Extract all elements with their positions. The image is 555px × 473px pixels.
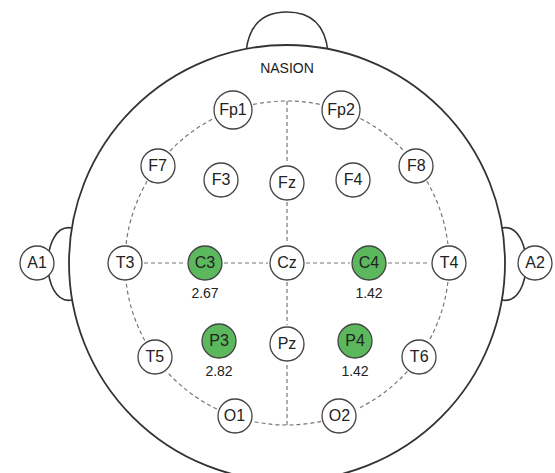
electrode-label: P3 [201, 333, 237, 349]
electrode-ring [20, 246, 54, 280]
head-circle [69, 45, 505, 473]
electrode-node: P32.82 [201, 323, 237, 359]
electrode-label: C3 [187, 255, 223, 271]
electrode-ring [322, 91, 360, 129]
electrode-node: P41.42 [337, 323, 373, 359]
electrode-node: Fz [269, 165, 305, 201]
electrode-label: F3 [203, 172, 239, 188]
electrode-ring [214, 91, 252, 129]
dashed-connector [126, 181, 147, 244]
electrode-ring [218, 399, 252, 433]
electrode-ring [336, 163, 370, 197]
electrode-ring [108, 246, 142, 280]
dashed-connector [224, 262, 268, 263]
electrode-node: A2 [517, 245, 553, 281]
dashed-connector [286, 202, 287, 244]
electrode-ring [270, 327, 304, 361]
electrode-node: F3 [203, 162, 239, 198]
value-label: 1.42 [341, 364, 368, 378]
electrode-label: P4 [337, 333, 373, 349]
electrode-ring [402, 340, 436, 374]
electrode-label: T6 [401, 349, 437, 365]
electrode-ring [352, 246, 386, 280]
electrode-ring [202, 324, 236, 358]
electrode-ring [432, 246, 466, 280]
electrode-label: Pz [269, 336, 305, 352]
electrode-label: A1 [19, 255, 55, 271]
electrode-node: T4 [431, 245, 467, 281]
electrode-label: T4 [431, 255, 467, 271]
dashed-connector [144, 262, 186, 263]
electrode-node: F4 [335, 162, 371, 198]
electrode-ring [338, 324, 372, 358]
electrode-ring [204, 163, 238, 197]
value-label: 2.67 [191, 286, 218, 300]
value-label: 1.42 [355, 286, 382, 300]
midline [286, 101, 287, 162]
electrode-node: Cz [269, 245, 305, 281]
electrode-node: C32.67 [187, 245, 223, 281]
electrode-node: F7 [140, 148, 176, 184]
dashed-connector [286, 282, 287, 325]
electrode-label: T5 [137, 349, 173, 365]
dashed-connector [388, 262, 430, 263]
electrode-ring [138, 340, 172, 374]
dashed-connector [253, 421, 321, 425]
electrode-label: Fz [269, 175, 305, 191]
electrode-label: Cz [269, 255, 305, 271]
electrode-ring [188, 246, 222, 280]
dashed-connector [170, 119, 214, 151]
electrode-node: F8 [398, 148, 434, 184]
electrode-ring [518, 246, 552, 280]
landmark-label: NASION [260, 61, 314, 75]
electrode-node: T5 [137, 339, 173, 375]
electrode-label: O2 [321, 408, 357, 424]
electrode-ring [270, 246, 304, 280]
dashed-connector [253, 101, 321, 105]
electrode-node: C41.42 [351, 245, 387, 281]
electrode-label: F8 [398, 158, 434, 174]
electrode-node: A1 [19, 245, 55, 281]
electrode-ring [399, 149, 433, 183]
dashed-connector [360, 119, 404, 151]
electrode-label: C4 [351, 255, 387, 271]
electrode-label: T3 [107, 255, 143, 271]
value-label: 2.82 [205, 364, 232, 378]
electrode-node: O2 [321, 398, 357, 434]
electrode-label: O1 [217, 408, 253, 424]
electrode-label: A2 [517, 255, 553, 271]
electrode-label: F7 [140, 158, 176, 174]
electrode-ring [270, 166, 304, 200]
electrode-node: T6 [401, 339, 437, 375]
dashed-connector [126, 282, 145, 341]
dashed-connector [306, 262, 350, 263]
electrode-label: Fp1 [213, 102, 253, 118]
electrode-node: T3 [107, 245, 143, 281]
dashed-connector [427, 181, 448, 244]
electrode-ring [322, 399, 356, 433]
electrode-label: Fp2 [321, 102, 361, 118]
electrode-label: F4 [335, 172, 371, 188]
electrode-node: Fp1 [213, 90, 253, 130]
electrode-ring [141, 149, 175, 183]
dashed-connector [429, 282, 448, 341]
electrode-node: O1 [217, 398, 253, 434]
electrode-node: Pz [269, 326, 305, 362]
electrode-node: Fp2 [321, 90, 361, 130]
midline [286, 365, 287, 425]
